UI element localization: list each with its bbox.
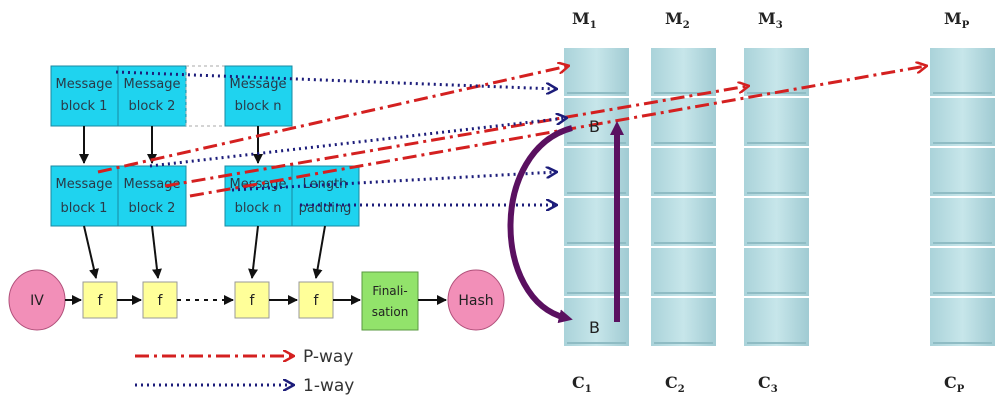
length-padding-line1: Length xyxy=(303,177,348,192)
col-2-cell xyxy=(649,196,718,248)
col-2-top-label: M2 xyxy=(665,9,690,31)
col-p-cell xyxy=(928,296,997,348)
b-reference: B B xyxy=(507,117,624,337)
iv-label: IV xyxy=(30,293,44,309)
f-label-2: f xyxy=(158,293,164,309)
legend: P-way 1-way xyxy=(135,347,354,396)
col-p-top-label: MP xyxy=(944,9,970,31)
curved-arc-arrow xyxy=(507,125,573,324)
col-3-cell xyxy=(742,146,811,198)
top-block-n: Message block n xyxy=(224,65,293,127)
col-p-cell xyxy=(928,146,997,198)
col-2-cell xyxy=(649,296,718,348)
col-3-memory-column xyxy=(742,46,811,348)
compression-chain: IV f f f f Finali- sation Hash xyxy=(8,269,505,331)
top-block-2: Message block 2 xyxy=(117,65,187,127)
mid-block-1-line2: block 1 xyxy=(61,201,108,216)
f-label-n: f xyxy=(250,293,256,309)
col-3-cell xyxy=(742,196,811,248)
hash-node xyxy=(447,269,505,331)
col-3-cell xyxy=(742,296,811,348)
top-block-n-line2: block n xyxy=(235,99,282,114)
legend-one-way-label: 1-way xyxy=(303,376,354,396)
mid-block-2-line1: Message xyxy=(124,177,181,192)
mid-block-n-line2: block n xyxy=(235,201,282,216)
col-2-cell xyxy=(649,246,718,298)
col-p-cell xyxy=(928,96,997,148)
col-p-cell xyxy=(928,246,997,298)
f-box-1 xyxy=(82,281,118,319)
column-labels: M1 M2 M3 MP C1 C2 C3 CP xyxy=(572,9,970,395)
memory-columns xyxy=(562,46,997,348)
col-p-cell xyxy=(928,196,997,248)
col-2-bottom-label: C2 xyxy=(665,373,685,395)
top-to-mid-arrows xyxy=(79,126,263,164)
finalisation-box xyxy=(361,271,419,331)
one-way-arrows xyxy=(115,70,566,205)
top-block-n-line1: Message xyxy=(230,77,287,92)
hash-label: Hash xyxy=(458,293,493,309)
f-box-2 xyxy=(142,281,178,319)
col-3-bottom-label: C3 xyxy=(758,373,778,395)
col-2-cell xyxy=(649,146,718,198)
length-padding-line2: padding xyxy=(299,201,352,216)
col-3-top-label: M3 xyxy=(758,9,783,31)
mid-block-2: Message block 2 xyxy=(117,165,187,227)
col-p-bottom-label: CP xyxy=(944,373,965,395)
mid-to-f-arrows xyxy=(83,225,326,279)
col-1-top-label: M1 xyxy=(572,9,597,31)
top-block-1-line2: block 1 xyxy=(61,99,108,114)
col-1-cell xyxy=(562,46,631,98)
col-p-cell xyxy=(928,46,997,98)
col-1-bottom-label: C1 xyxy=(572,373,592,395)
col-p-memory-column xyxy=(928,46,997,348)
mid-block-2-line2: block 2 xyxy=(129,201,176,216)
col-3-cell xyxy=(742,46,811,98)
col-2-cell xyxy=(649,46,718,98)
f-box-final xyxy=(298,281,334,319)
f-label-final: f xyxy=(314,293,320,309)
top-block-2-line1: Message xyxy=(124,77,181,92)
finalisation-line2: sation xyxy=(372,305,409,319)
top-block-2-line2: block 2 xyxy=(129,99,176,114)
finalisation-line1: Finali- xyxy=(372,284,407,298)
col-2-memory-column xyxy=(649,46,718,348)
b-label-bottom: B xyxy=(589,318,600,337)
p-way-arrows xyxy=(97,66,926,198)
legend-p-way-label: P-way xyxy=(303,347,353,367)
f-label-1: f xyxy=(98,293,104,309)
col-3-cell xyxy=(742,246,811,298)
mid-block-1-line1: Message xyxy=(56,177,113,192)
col-3-cell xyxy=(742,96,811,148)
padded-message-blocks: Message block 1 Message block 2 Message … xyxy=(50,165,360,227)
b-label-top: B xyxy=(589,117,600,136)
mid-block-1: Message block 1 xyxy=(50,165,119,227)
mid-block-n: Message block n xyxy=(224,165,293,227)
f-box-n xyxy=(234,281,270,319)
top-block-1: Message block 1 xyxy=(50,65,119,127)
top-block-1-line1: Message xyxy=(56,77,113,92)
